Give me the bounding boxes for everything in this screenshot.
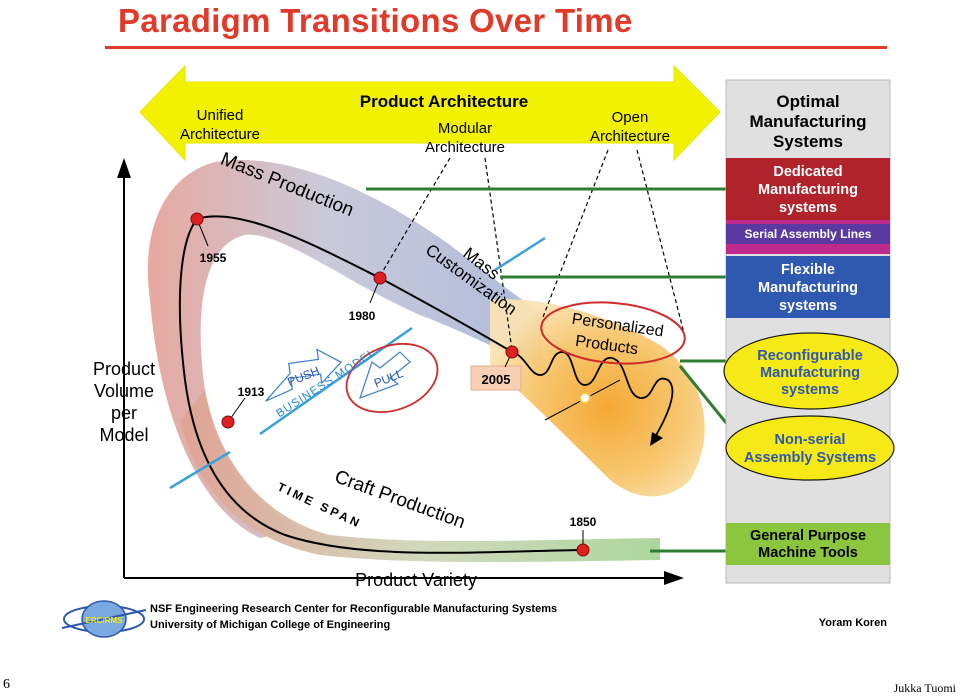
slide-page-number: 6	[3, 677, 10, 692]
product-architecture-arrow	[139, 64, 721, 162]
y-axis-label-3: per	[111, 403, 137, 423]
reconfigurable-ellipse	[723, 332, 899, 410]
personalized-ellipse	[540, 301, 686, 365]
y-axis-label-1: Product	[93, 359, 155, 379]
craft-production-band	[180, 390, 660, 563]
footer-line-2: University of Michigan College of Engine…	[150, 619, 390, 631]
unified-architecture-label-1: Unified	[197, 107, 244, 124]
business-model-line-c	[494, 236, 546, 272]
year-2005-dot	[505, 345, 519, 359]
nonserial-label-1: Non-serial	[775, 432, 846, 448]
reconfigurable-label-1: Reconfigurable	[757, 348, 863, 364]
pull-arrow	[359, 351, 411, 399]
year-1980-label: 1980	[349, 309, 376, 323]
business-model-line-a	[169, 450, 231, 490]
personalization-squiggle	[511, 351, 674, 438]
year-1913-label: 1913	[238, 385, 265, 399]
unified-architecture-label-2: Architecture	[180, 126, 260, 143]
push-arrow	[265, 348, 343, 402]
modular-architecture-label-2: Architecture	[425, 139, 505, 156]
y-axis-arrowhead	[117, 158, 131, 178]
year-2005-box	[470, 365, 522, 391]
general-purpose-box	[726, 523, 890, 565]
flexible-label-1: Flexible	[781, 262, 835, 278]
open-dash-left	[542, 149, 609, 318]
systems-column	[725, 79, 891, 584]
y-axis-label-2: Volume	[94, 381, 154, 401]
year-1955-dot	[190, 212, 204, 226]
slide-title: Paradigm Transitions Over Time	[118, 2, 633, 39]
x-axis-label: Product Variety	[355, 570, 477, 590]
year-1850-label: 1850	[570, 515, 597, 529]
dedicated-systems-box	[726, 158, 890, 220]
product-architecture-heading: Product Architecture	[360, 92, 528, 111]
general-label-1: General Purpose	[750, 528, 866, 544]
modular-dash-left	[379, 157, 451, 277]
logo-text: ERC/RMS	[86, 616, 124, 625]
slide-author: Jukka Tuomi	[893, 681, 956, 695]
year-1955-label: 1955	[200, 251, 227, 265]
year-1980-dot	[373, 271, 387, 285]
x-axis-arrowhead	[664, 571, 684, 585]
nonserial-label-2: Assembly Systems	[744, 450, 876, 466]
serial-assembly-label: Serial Assembly Lines	[745, 227, 872, 241]
flexible-systems-box	[726, 256, 890, 318]
mass-production-band	[147, 160, 545, 538]
dedicated-label-1: Dedicated	[773, 164, 842, 180]
flexible-label-3: systems	[779, 298, 837, 314]
systems-header-3: Systems	[773, 132, 843, 151]
nonserial-ellipse	[725, 415, 895, 481]
reconfigurable-label-2: Manufacturing	[760, 365, 860, 381]
dedicated-label-2: Manufacturing	[758, 182, 858, 198]
year-1913-dot	[221, 415, 235, 429]
personalization-region	[490, 299, 705, 497]
systems-header-2: Manufacturing	[749, 112, 866, 131]
systems-header-1: Optimal	[776, 92, 839, 111]
year-1850-dot	[576, 543, 590, 557]
reconfigurable-label-3: systems	[781, 382, 839, 398]
modular-architecture-label-1: Modular	[438, 120, 492, 137]
sparkle-dot	[579, 392, 591, 404]
footer-line-1: NSF Engineering Research Center for Reco…	[150, 603, 557, 615]
open-architecture-label-1: Open	[612, 109, 649, 126]
footer-credit: Yoram Koren	[819, 617, 888, 629]
title-underline	[105, 46, 887, 49]
open-architecture-label-2: Architecture	[590, 128, 670, 145]
pull-ellipse	[345, 343, 439, 413]
y-axis-label-4: Model	[99, 425, 148, 445]
modular-dash-right	[484, 157, 513, 351]
year-2005-label: 2005	[482, 372, 511, 387]
flexible-label-2: Manufacturing	[758, 280, 858, 296]
general-label-2: Machine Tools	[758, 545, 858, 561]
dedicated-label-3: systems	[779, 200, 837, 216]
erc-rms-logo-icon: ERC/RMS	[61, 600, 147, 638]
squiggle-arrowhead	[650, 432, 663, 446]
serial-assembly-stripe	[726, 224, 890, 244]
